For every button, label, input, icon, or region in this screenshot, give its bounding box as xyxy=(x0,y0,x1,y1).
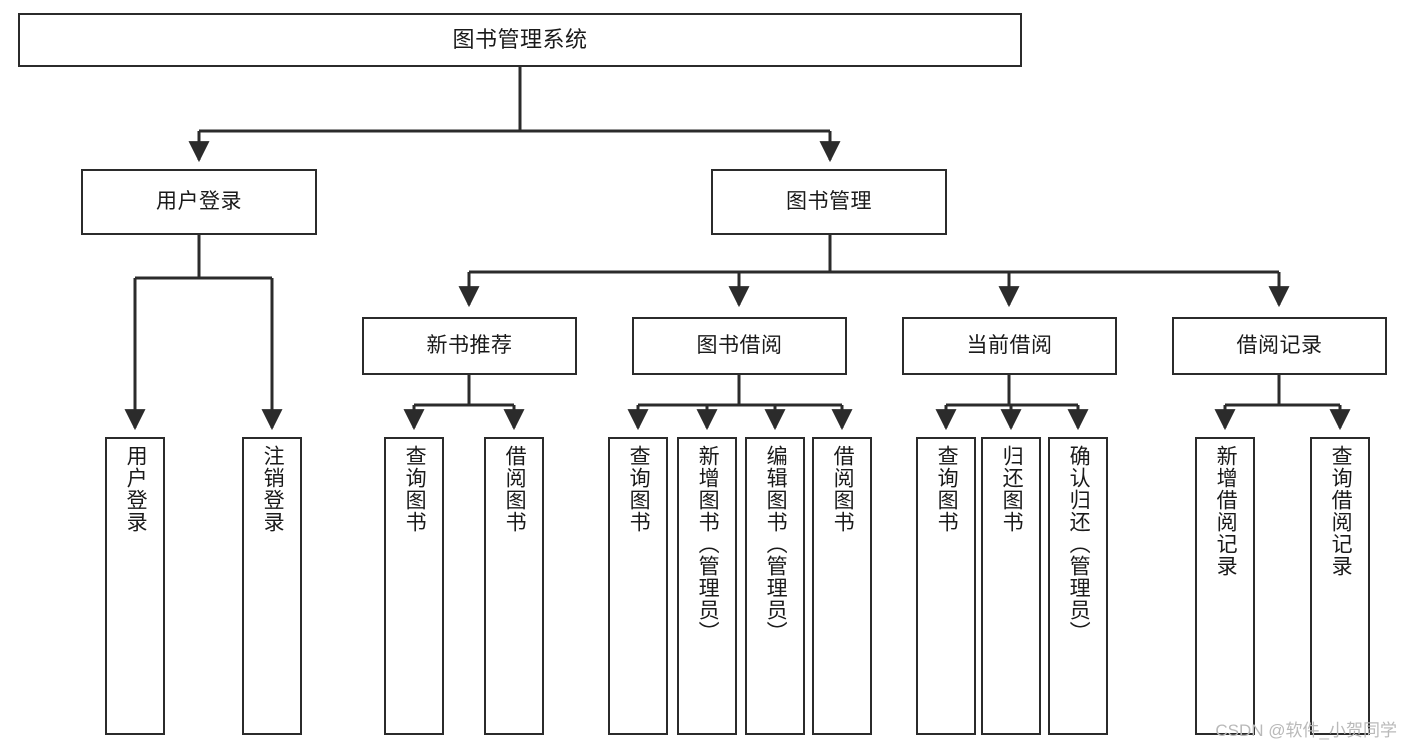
node-leaf-confirm-return[interactable]: 确认归还（管理员） xyxy=(1048,437,1108,735)
node-leaf-add-book-label: 新增图书（管理员） xyxy=(696,445,720,643)
node-leaf-query-book-b-label: 查询图书 xyxy=(627,445,651,533)
node-leaf-return-book-label: 归还图书 xyxy=(1000,445,1024,533)
node-book-manage-label: 图书管理 xyxy=(786,189,872,213)
node-leaf-borrow-book-a[interactable]: 借阅图书 xyxy=(484,437,544,735)
node-leaf-return-book[interactable]: 归还图书 xyxy=(981,437,1041,735)
node-leaf-user-login[interactable]: 用户登录 xyxy=(105,437,165,735)
node-leaf-logout[interactable]: 注销登录 xyxy=(242,437,302,735)
node-leaf-query-book-c[interactable]: 查询图书 xyxy=(916,437,976,735)
node-leaf-query-record[interactable]: 查询借阅记录 xyxy=(1310,437,1370,735)
node-leaf-edit-book-label: 编辑图书（管理员） xyxy=(764,445,788,643)
node-book-borrow[interactable]: 图书借阅 xyxy=(632,317,847,375)
node-new-book-recommend-label: 新书推荐 xyxy=(426,333,513,357)
node-borrow-record[interactable]: 借阅记录 xyxy=(1172,317,1387,375)
node-current-borrow-label: 当前借阅 xyxy=(966,333,1053,357)
node-book-manage[interactable]: 图书管理 xyxy=(711,169,947,235)
node-leaf-query-book-b[interactable]: 查询图书 xyxy=(608,437,668,735)
node-leaf-borrow-book-b-label: 借阅图书 xyxy=(831,445,855,533)
node-leaf-query-book-a-label: 查询图书 xyxy=(403,445,427,533)
node-user-login-label: 用户登录 xyxy=(156,189,242,213)
node-leaf-query-book-a[interactable]: 查询图书 xyxy=(384,437,444,735)
node-leaf-add-record[interactable]: 新增借阅记录 xyxy=(1195,437,1255,735)
node-leaf-logout-label: 注销登录 xyxy=(261,445,285,533)
node-new-book-recommend[interactable]: 新书推荐 xyxy=(362,317,577,375)
node-leaf-confirm-return-label: 确认归还（管理员） xyxy=(1067,445,1091,643)
node-leaf-query-book-c-label: 查询图书 xyxy=(935,445,959,533)
node-leaf-borrow-book-a-label: 借阅图书 xyxy=(503,445,527,533)
node-leaf-query-record-label: 查询借阅记录 xyxy=(1329,445,1353,577)
node-leaf-add-record-label: 新增借阅记录 xyxy=(1214,445,1238,577)
node-leaf-edit-book[interactable]: 编辑图书（管理员） xyxy=(745,437,805,735)
node-root-label: 图书管理系统 xyxy=(452,27,588,53)
node-root[interactable]: 图书管理系统 xyxy=(18,13,1022,67)
node-leaf-add-book[interactable]: 新增图书（管理员） xyxy=(677,437,737,735)
node-leaf-user-login-label: 用户登录 xyxy=(124,445,148,533)
node-user-login[interactable]: 用户登录 xyxy=(81,169,317,235)
node-book-borrow-label: 图书借阅 xyxy=(696,333,783,357)
node-borrow-record-label: 借阅记录 xyxy=(1236,333,1323,357)
node-leaf-borrow-book-b[interactable]: 借阅图书 xyxy=(812,437,872,735)
node-current-borrow[interactable]: 当前借阅 xyxy=(902,317,1117,375)
watermark: CSDN @软件_小贺同学 xyxy=(1215,721,1397,740)
